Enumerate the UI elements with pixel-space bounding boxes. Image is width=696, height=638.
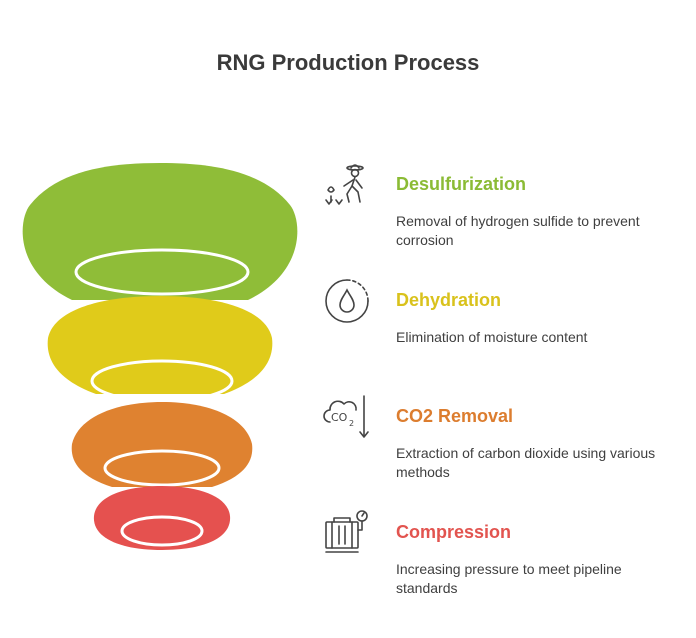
- step-description: Increasing pressure to meet pipeline sta…: [396, 561, 622, 596]
- step-description: Removal of hydrogen sulfide to prevent c…: [396, 213, 640, 248]
- pressure-tank-icon: [325, 510, 368, 553]
- funnel-diagram: [22, 163, 298, 550]
- step-title: Dehydration: [396, 290, 502, 310]
- step-description: Extraction of carbon dioxide using vario…: [396, 445, 656, 480]
- farmer-planting-icon: [325, 164, 364, 205]
- step-title: Compression: [396, 522, 512, 542]
- funnel-layer-co2-removal: [71, 402, 253, 487]
- co2-cloud-icon: CO 2: [323, 395, 369, 438]
- svg-text:CO: CO: [331, 411, 348, 424]
- step-description: Elimination of moisture content: [396, 329, 588, 345]
- svg-text:2: 2: [349, 419, 354, 428]
- step-title: Desulfurization: [396, 174, 527, 194]
- funnel-layer-compression: [93, 486, 231, 550]
- water-drop-icon: [325, 279, 369, 323]
- funnel-layer-dehydration: [47, 296, 273, 403]
- page-title: RNG Production Process: [216, 50, 480, 75]
- step-title: CO2 Removal: [396, 406, 514, 426]
- funnel-layer-desulfurization: [22, 163, 298, 300]
